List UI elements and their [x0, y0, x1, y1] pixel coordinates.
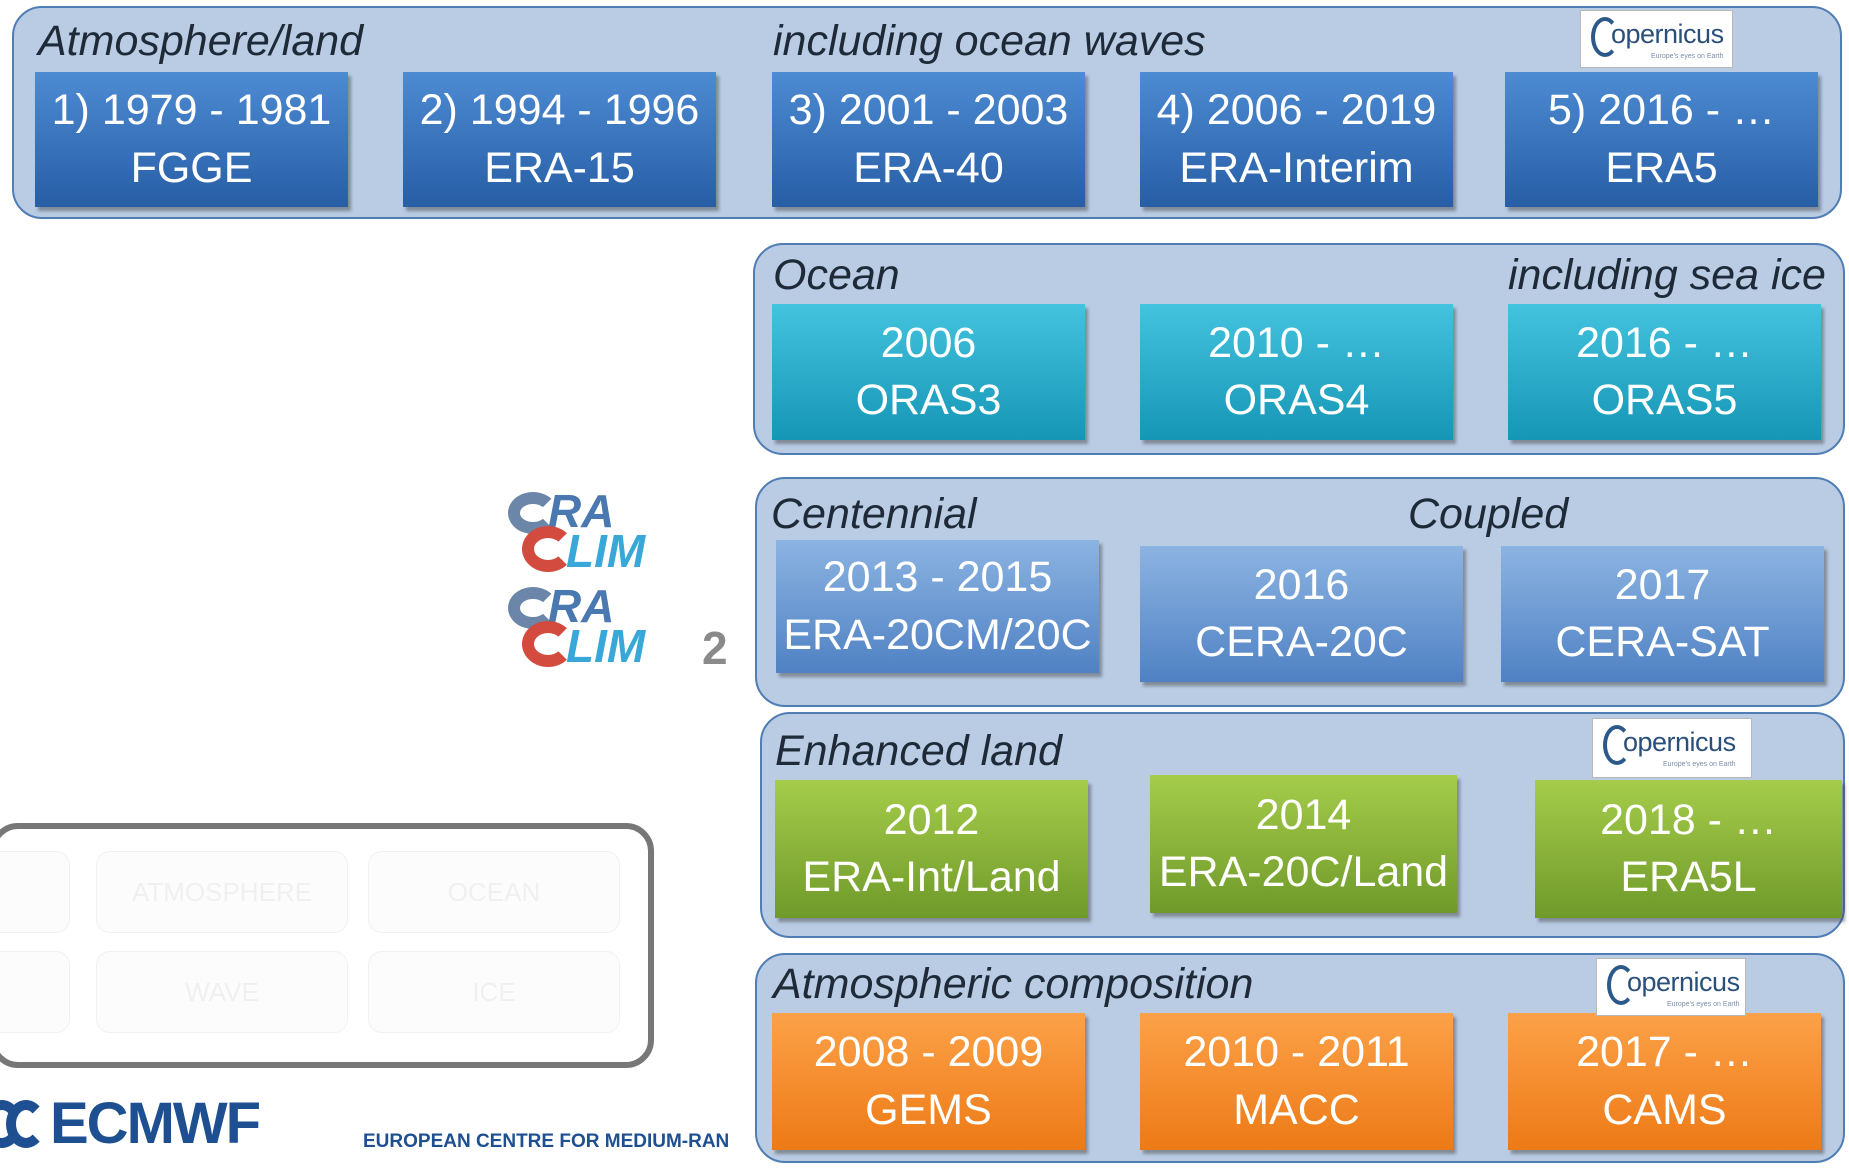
- copernicus-wordmark: opernicus: [1627, 967, 1740, 997]
- land-box-era20c-land: 2014 ERA-20C/Land: [1150, 775, 1457, 913]
- box-name: ERA5: [1605, 143, 1718, 192]
- composition-title: Atmospheric composition: [773, 960, 1254, 1008]
- reanalysis-box-era5: 5) 2016 - … ERA5: [1505, 72, 1818, 207]
- box-period: 2) 1994 - 1996: [419, 86, 700, 135]
- box-name: ORAS3: [855, 376, 1002, 424]
- box-name: CERA-SAT: [1555, 618, 1770, 666]
- box-name: ERA-40: [853, 143, 1004, 192]
- legend-cell-atmosphere: ATMOSPHERE: [96, 851, 348, 933]
- box-name: CERA-20C: [1195, 618, 1408, 666]
- box-name: GEMS: [865, 1085, 992, 1134]
- box-name: ERA-Int/Land: [802, 853, 1061, 901]
- coupled-box-cera20c: 2016 CERA-20C: [1140, 546, 1463, 682]
- ocean-box-oras4: 2010 - … ORAS4: [1140, 304, 1453, 440]
- box-period: 2013 - 2015: [822, 553, 1053, 602]
- ocean-waves-subtitle: including ocean waves: [773, 17, 1206, 65]
- copernicus-tagline: Europe's eyes on Earth: [1663, 761, 1736, 768]
- eraclim-c-icon: [522, 526, 574, 572]
- box-name: CAMS: [1602, 1085, 1727, 1134]
- ecmwf-mark-icon: [0, 1096, 46, 1152]
- coupled-title: Coupled: [1408, 490, 1569, 538]
- composition-box-gems: 2008 - 2009 GEMS: [772, 1013, 1085, 1150]
- copernicus-logo: opernicus Europe's eyes on Earth: [1580, 10, 1733, 68]
- centre-name: EUROPEAN CENTRE FOR MEDIUM-RAN: [363, 1131, 730, 1152]
- box-name: ERA-15: [484, 143, 635, 192]
- eraclim2-logo: RA LIM 2: [508, 583, 738, 673]
- box-period: 2010 - 2011: [1183, 1028, 1410, 1077]
- copernicus-wordmark: opernicus: [1623, 727, 1736, 757]
- box-period: 2010 - …: [1208, 318, 1385, 367]
- eraclim-ra-text: RA: [548, 485, 615, 537]
- box-period: 2014: [1255, 790, 1352, 839]
- land-box-era-int-land: 2012 ERA-Int/Land: [775, 780, 1088, 918]
- box-period: 2008 - 2009: [813, 1028, 1044, 1077]
- box-period: 3) 2001 - 2003: [788, 86, 1069, 135]
- composition-box-cams: 2017 - … CAMS: [1508, 1013, 1821, 1150]
- box-period: 2016: [1253, 560, 1350, 609]
- box-period: 2006: [880, 318, 977, 367]
- copernicus-c-icon: [1603, 725, 1631, 765]
- box-period: 2018 - …: [1600, 795, 1777, 844]
- box-period: 4) 2006 - 2019: [1156, 86, 1437, 135]
- box-name: ERA-Interim: [1179, 143, 1414, 192]
- legend-cell-wave: WAVE: [96, 951, 348, 1033]
- eraclim2-number: 2: [702, 622, 728, 674]
- box-name: ERA-20C/Land: [1158, 848, 1449, 896]
- ecmwf-logo: ECMWF: [0, 1091, 261, 1156]
- reanalysis-box-era-interim: 4) 2006 - 2019 ERA-Interim: [1140, 72, 1453, 207]
- eraclim-logo: RA LIM: [508, 488, 698, 578]
- legend-cell-ocean: OCEAN: [368, 851, 620, 933]
- box-period: 2012: [883, 795, 980, 844]
- reanalysis-box-era15: 2) 1994 - 1996 ERA-15: [403, 72, 716, 207]
- copernicus-tagline: Europe's eyes on Earth: [1667, 1001, 1740, 1008]
- centennial-box-era20cm: 2013 - 2015 ERA-20CM/20C: [776, 540, 1099, 673]
- box-name: FGGE: [130, 143, 253, 192]
- copernicus-c-icon: [1607, 965, 1635, 1005]
- box-period: 2017: [1614, 560, 1711, 609]
- ecmwf-wordmark: ECMWF: [50, 1091, 261, 1156]
- box-name: ORAS5: [1591, 376, 1738, 424]
- box-name: ORAS4: [1223, 376, 1370, 424]
- eraclim2-c-icon: [522, 621, 574, 667]
- atmosphere-land-title: Atmosphere/land: [38, 17, 364, 65]
- coupled-box-cera-sat: 2017 CERA-SAT: [1501, 546, 1824, 682]
- reanalysis-box-fgge: 1) 1979 - 1981 FGGE: [35, 72, 348, 207]
- copernicus-wordmark: opernicus: [1611, 19, 1724, 49]
- box-period: 1) 1979 - 1981: [51, 86, 332, 135]
- box-name: MACC: [1233, 1085, 1360, 1134]
- centennial-title: Centennial: [771, 490, 977, 538]
- box-period: 2017 - …: [1576, 1028, 1753, 1077]
- eraclim-e-icon: [508, 492, 558, 534]
- reanalysis-box-era40: 3) 2001 - 2003 ERA-40: [772, 72, 1085, 207]
- copernicus-logo-land: opernicus Europe's eyes on Earth: [1592, 718, 1752, 778]
- eraclim-lim-text: LIM: [566, 525, 646, 577]
- copernicus-c-icon: [1591, 17, 1619, 57]
- legend-box: ATMOSPHERE OCEAN WAVE ICE: [0, 823, 654, 1068]
- box-name: ERA-20CM/20C: [783, 610, 1092, 659]
- copernicus-tagline: Europe's eyes on Earth: [1651, 53, 1724, 60]
- legend-cell-blank-2: [0, 951, 70, 1033]
- ocean-box-oras3: 2006 ORAS3: [772, 304, 1085, 440]
- ocean-box-oras5: 2016 - … ORAS5: [1508, 304, 1821, 440]
- legend-cell-blank: [0, 851, 70, 933]
- eraclim2-ra-text: RA: [548, 580, 615, 632]
- legend-cell-ice: ICE: [368, 951, 620, 1033]
- box-name: ERA5L: [1620, 853, 1757, 901]
- copernicus-logo-composition: opernicus Europe's eyes on Earth: [1596, 958, 1746, 1016]
- enhanced-land-title: Enhanced land: [775, 727, 1062, 775]
- composition-box-macc: 2010 - 2011 MACC: [1140, 1013, 1453, 1150]
- box-period: 2016 - …: [1576, 318, 1753, 367]
- box-period: 5) 2016 - …: [1547, 86, 1776, 135]
- sea-ice-subtitle: including sea ice: [1508, 251, 1826, 299]
- eraclim2-lim-text: LIM: [566, 620, 646, 672]
- ocean-title: Ocean: [773, 251, 900, 299]
- land-box-era5l: 2018 - … ERA5L: [1535, 780, 1842, 918]
